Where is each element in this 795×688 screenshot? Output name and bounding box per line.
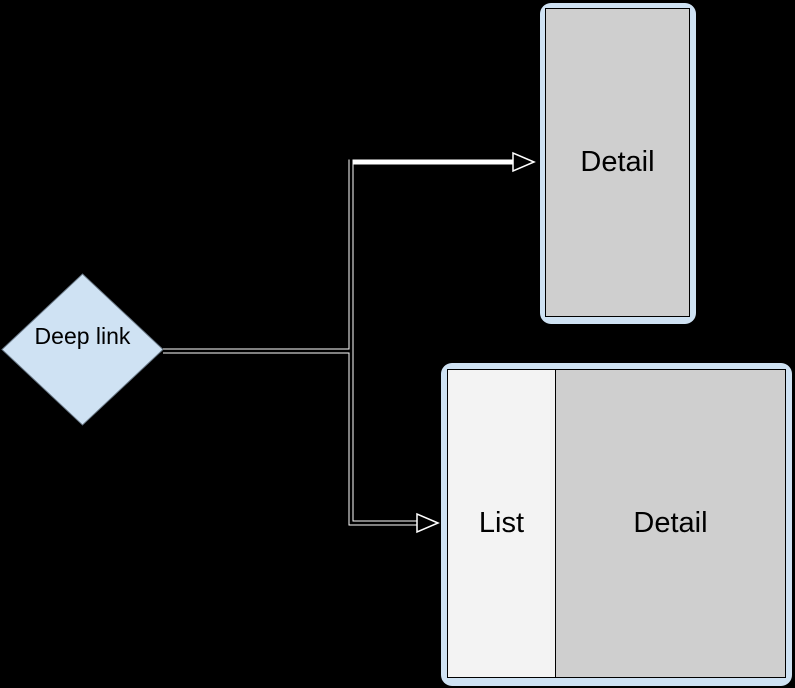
detail-pane-label: Detail bbox=[580, 146, 655, 178]
list-detail-screen-inner: List Detail bbox=[447, 369, 786, 678]
list-detail-screen-frame: List Detail bbox=[441, 363, 792, 686]
deep-link-node bbox=[1, 273, 164, 426]
detail-screen-frame: Detail bbox=[540, 3, 696, 324]
list-pane: List bbox=[448, 370, 556, 677]
deep-link-label: Deep link bbox=[34, 323, 131, 349]
list-pane-label: List bbox=[478, 507, 525, 539]
connector-core bbox=[163, 159, 418, 525]
detail-pane-wide-label: Detail bbox=[633, 507, 708, 539]
detail-pane-wide: Detail bbox=[556, 370, 785, 677]
arrowhead-to-detail-icon bbox=[512, 151, 536, 173]
detail-pane: Detail bbox=[545, 8, 690, 317]
arrowhead-to-list-detail-icon bbox=[416, 512, 440, 534]
